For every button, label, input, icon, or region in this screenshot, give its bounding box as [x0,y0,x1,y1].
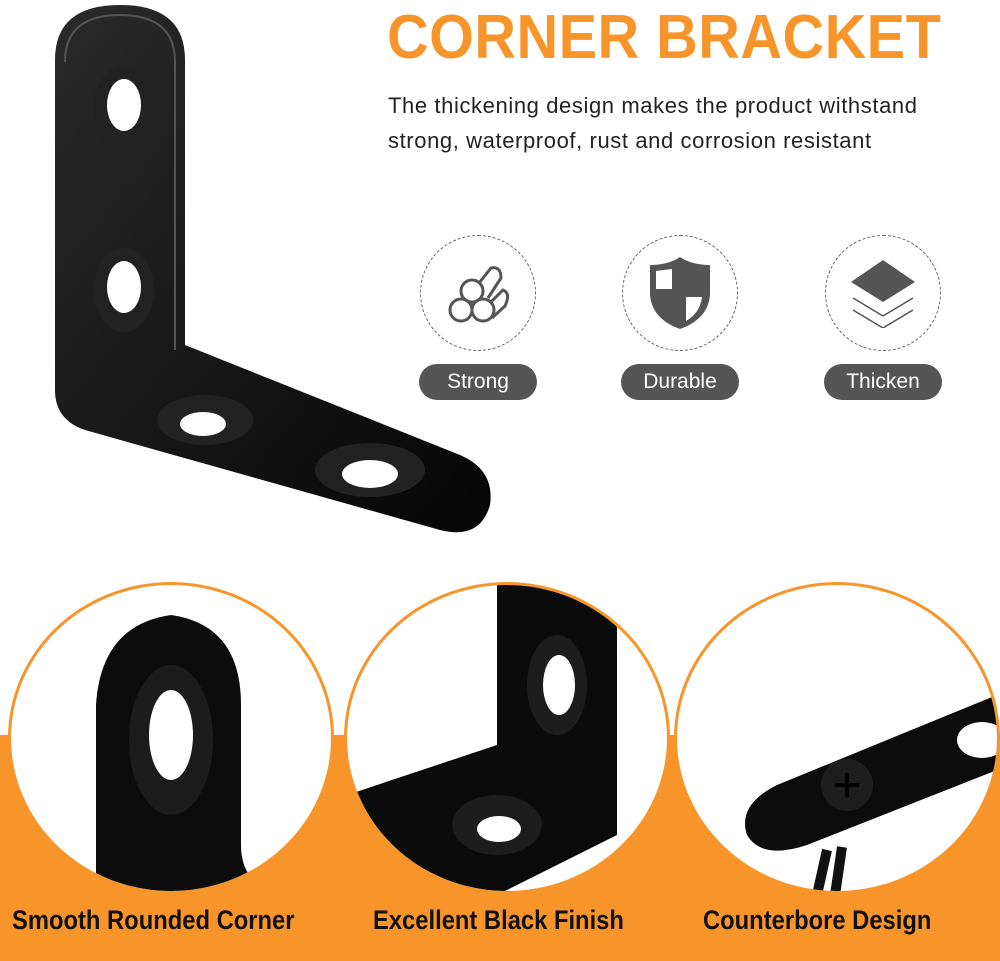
pipes-icon [448,266,510,323]
feature-thicken: Thicken [823,235,943,400]
layers-icon [851,260,915,328]
description: The thickening design makes the product … [388,93,918,153]
detail-caption: Smooth Rounded Corner [12,905,295,935]
shield-icon [650,257,710,329]
corner-bracket-image [55,5,491,533]
detail-rounded-corner [8,582,334,894]
feature-label: Durable [621,364,739,400]
detail-caption: Counterbore Design [703,905,932,935]
page-title: CORNER BRACKET [387,3,942,72]
feature-durable: Durable [620,235,740,400]
feature-label: Strong [419,364,537,400]
detail-black-finish [344,582,670,894]
detail-counterbore [674,582,1000,894]
detail-caption: Excellent Black Finish [373,905,624,935]
feature-strong: Strong [418,235,538,400]
feature-label: Thicken [824,364,942,400]
